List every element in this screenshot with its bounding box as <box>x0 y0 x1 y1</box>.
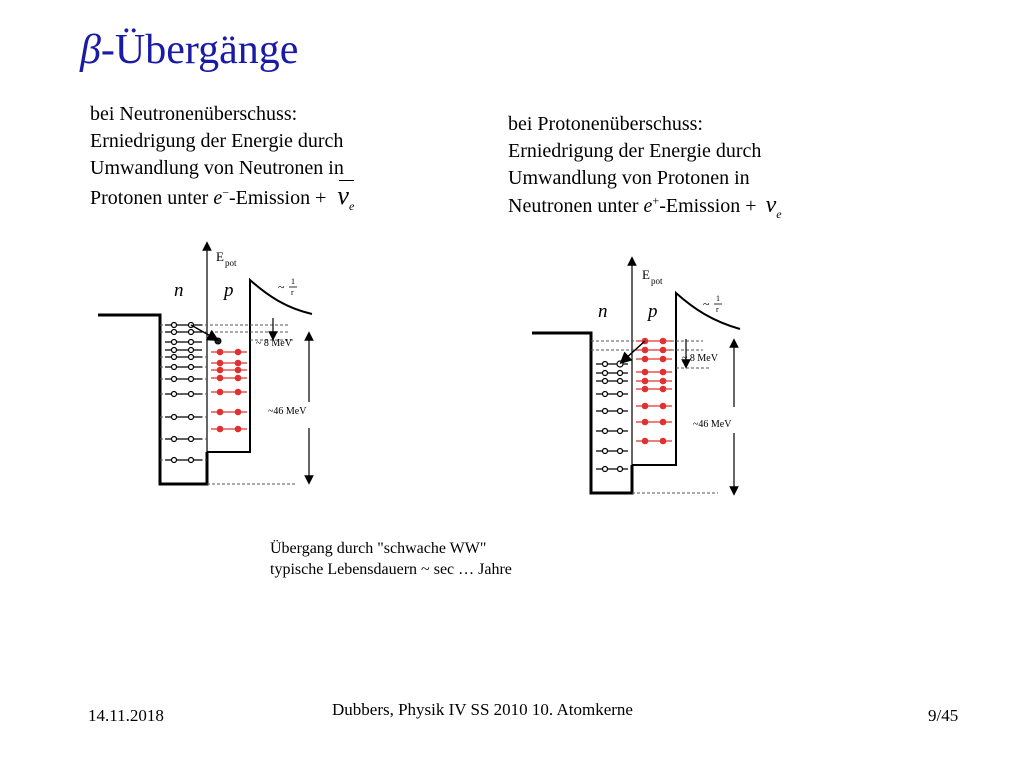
slide-title: β-Übergänge <box>80 26 298 74</box>
gap-label: ~ 8 MeV <box>256 338 293 349</box>
proton-well-label: p <box>222 280 234 301</box>
proton-levels <box>636 337 672 445</box>
neutron-excess-potential-diagram: Epot n p ~ 1 r <box>98 241 314 486</box>
footer-date: 14.11.2018 <box>88 706 164 725</box>
electron-charge: − <box>222 185 229 200</box>
proton-excess-line4: Neutronen unter e+-Emission + νe <box>508 192 782 221</box>
proton-well-label: p <box>646 301 658 322</box>
transition-arrow <box>190 324 220 341</box>
energy-axis-label: Epot <box>216 249 237 268</box>
energy-axis-label: Epot <box>642 267 663 286</box>
proton-well <box>207 277 313 453</box>
neutron-excess-line3: Umwandlung von Neutronen in <box>90 157 344 179</box>
depth-label: ~46 MeV <box>693 419 732 430</box>
electron-symbol: e <box>213 187 223 209</box>
proton-well <box>632 290 741 466</box>
neutron-well <box>98 313 209 486</box>
neutron-excess-heading: bei Neutronenüberschuss: <box>90 103 298 125</box>
title-beta-symbol: β <box>80 27 101 73</box>
coulomb-denominator: r <box>716 305 719 314</box>
coulomb-label: ~ <box>703 297 710 311</box>
coulomb-label: ~ <box>278 280 285 294</box>
neutron-well <box>532 331 634 495</box>
coulomb-numerator: 1 <box>291 277 295 286</box>
coulomb-numerator: 1 <box>716 294 720 303</box>
proton-excess-line2: Erniedrigung der Energie durch <box>508 140 762 162</box>
lifetime-line: typische Lebensdauern ~ sec … Jahre <box>270 561 512 578</box>
proton-excess-line3: Umwandlung von Protonen in <box>508 167 750 189</box>
antineutrino-symbol: νe <box>337 180 355 214</box>
neutron-excess-text: bei Neutronenüberschuss: Erniedrigung de… <box>90 101 354 212</box>
gap-label: ~ 8 MeV <box>682 353 719 364</box>
proton-levels <box>211 348 247 433</box>
proton-excess-text: bei Protonenüberschuss: Erniedrigung der… <box>508 111 782 220</box>
page-number: 9/45 <box>928 706 959 725</box>
proton-excess-potential-diagram: Epot n p ~ 1 r ~ 8 MeV ~46 MeV <box>532 256 741 496</box>
proton-excess-heading: bei Protonenüberschuss: <box>508 113 703 135</box>
neutron-excess-line4: Protonen unter e−-Emission + νe <box>90 180 355 214</box>
weak-interaction-note: Übergang durch "schwache WW" typische Le… <box>270 538 512 580</box>
positron-charge: + <box>652 193 660 208</box>
transition-arrow <box>619 340 646 365</box>
neutrino-symbol: νe <box>765 192 782 221</box>
transition-particle <box>616 360 624 368</box>
neutron-excess-line2: Erniedrigung der Energie durch <box>90 130 344 152</box>
title-text: -Übergänge <box>100 27 299 73</box>
positron-symbol: e <box>643 195 653 217</box>
footer-title: Dubbers, Physik IV SS 2010 10. Atomkerne <box>332 700 633 719</box>
neutron-levels <box>596 360 628 473</box>
neutron-well-label: n <box>174 280 184 301</box>
neutron-levels <box>165 321 202 464</box>
depth-label: ~46 MeV <box>268 406 307 417</box>
weak-interaction-line: Übergang durch "schwache WW" <box>270 540 487 557</box>
coulomb-denominator: r <box>291 288 294 297</box>
transition-particle <box>214 337 222 345</box>
neutron-well-label: n <box>598 301 608 322</box>
